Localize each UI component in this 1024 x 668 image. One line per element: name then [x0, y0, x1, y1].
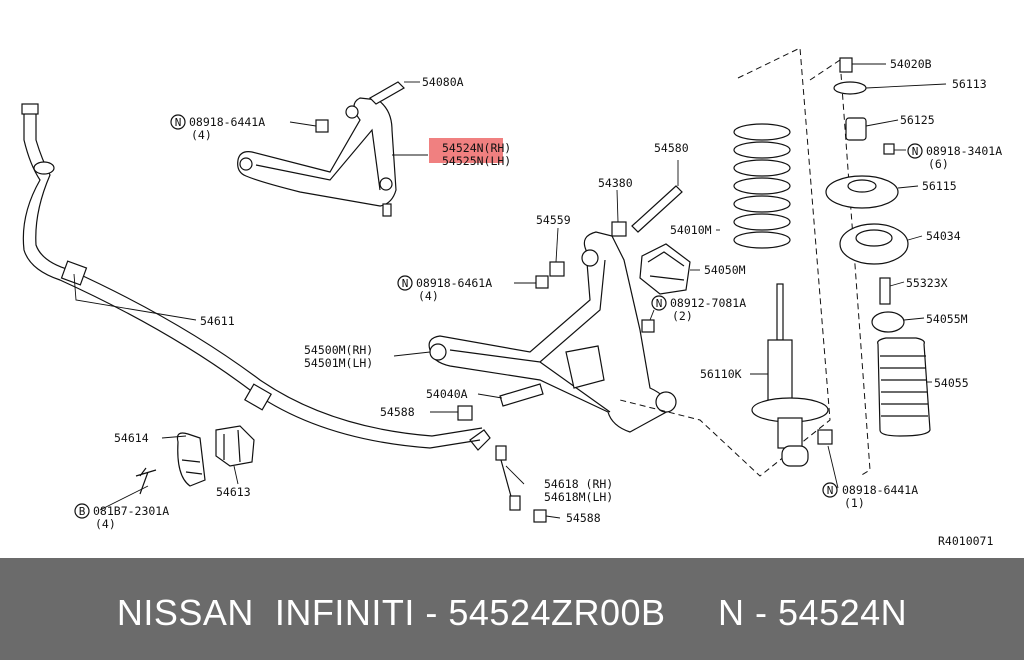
stabilizer-bar [21, 103, 491, 451]
label-54613: 54613 [216, 485, 251, 499]
washer-54559 [549, 261, 565, 277]
reference-code: R4010071 [938, 534, 993, 548]
label-08918-6441A-top-qty: (4) [191, 128, 212, 142]
bolt-54040A [499, 383, 544, 407]
n-marker-icon [397, 275, 413, 291]
nut-08918-3401A [883, 143, 895, 155]
n-marker-icon [822, 482, 838, 498]
footer-part-number: NISSAN INFINITI - 54524ZR00B N - 54524N [116, 592, 908, 633]
bound-bumper-56125 [845, 117, 867, 141]
washer-54380 [611, 221, 627, 237]
label-54618: 54618 (RH) [544, 477, 613, 491]
label-54559: 54559 [536, 213, 571, 227]
nut-08912-7081A [641, 319, 655, 333]
suspension-diagram-svg: N N N N N B 54080A 08918-6441A (4) 54524… [21, 47, 1002, 548]
spacer-55323X [879, 277, 891, 305]
label-08918-3401A: 08918-3401A [926, 144, 1002, 158]
nut-08918-6441A-lower [817, 429, 833, 445]
coil-spring [733, 123, 791, 249]
label-54034: 54034 [926, 229, 961, 243]
label-54611: 54611 [200, 314, 235, 328]
label-54020B: 54020B [890, 57, 932, 71]
label-54618M: 54618M(LH) [544, 490, 613, 504]
nut-54020B [839, 57, 853, 73]
parts-diagram: N N N N N B 54080A 08918-6441A (4) 54524… [21, 47, 1002, 548]
label-08918-6441A-bottom-qty: (1) [844, 496, 865, 510]
label-56125: 56125 [900, 113, 935, 127]
label-081B7-2301A: 081B7-2301A [93, 504, 169, 518]
label-54050M: 54050M [704, 263, 746, 277]
bushing-clamp-54614 [176, 432, 206, 487]
highlight-54524N [429, 138, 503, 163]
bumper-54055M [871, 311, 905, 333]
b-marker-letter: B [79, 505, 86, 518]
bolt-54080A [369, 81, 405, 105]
washer-56113 [833, 81, 867, 95]
label-08912-7081A: 08912-7081A [670, 296, 746, 310]
n-marker-letter: N [827, 484, 834, 497]
label-54010M: 54010M [670, 223, 712, 237]
n-marker-letter: N [656, 297, 663, 310]
label-54525N: 54525N(LH) [442, 154, 511, 168]
marker-circles: N N N N N B [74, 114, 923, 519]
label-54588-b: 54588 [566, 511, 601, 525]
dust-boot-54055 [877, 337, 931, 437]
label-54580: 54580 [654, 141, 689, 155]
upper-link [237, 81, 405, 217]
bushing-and-clamp [135, 425, 255, 495]
strut-shock-absorber [751, 283, 833, 467]
label-54055: 54055 [934, 376, 969, 390]
label-081B7-2301A-qty: (4) [95, 517, 116, 531]
label-08918-6441A-bottom: 08918-6441A [842, 483, 918, 497]
ball-joint [655, 391, 677, 413]
bushing-54613 [215, 425, 255, 467]
label-54501M: 54501M(LH) [304, 356, 373, 370]
label-56110K: 56110K [700, 367, 742, 381]
label-08918-6441A-top: 08918-6441A [189, 115, 265, 129]
n-marker-letter: N [912, 145, 919, 158]
lower-link [428, 185, 691, 433]
n-marker-icon [907, 143, 923, 159]
label-08918-3401A-qty: (6) [928, 157, 949, 171]
n-marker-letter: N [175, 116, 182, 129]
b-marker-icon [74, 503, 90, 519]
bolt-54580 [631, 185, 683, 233]
n-marker-icon [651, 295, 667, 311]
footer-bar: NISSAN INFINITI - 54524ZR00B N - 54524N [0, 558, 1024, 660]
label-54614: 54614 [114, 431, 149, 445]
part-labels: 54080A 08918-6441A (4) 54524N(RH) 54525N… [93, 57, 1002, 548]
label-54588-a: 54588 [380, 405, 415, 419]
strut-mount-stack [825, 57, 931, 437]
nut-54588-upper [457, 405, 473, 421]
nut-54588 [533, 509, 547, 523]
label-54380: 54380 [598, 176, 633, 190]
n-marker-letter: N [402, 277, 409, 290]
label-54080A: 54080A [422, 75, 464, 89]
label-54524N: 54524N(RH) [442, 141, 511, 155]
connecting-rod [457, 405, 547, 523]
bracket-54050M [639, 243, 691, 295]
leader-lines [73, 63, 947, 519]
bar-clamp-right [244, 383, 272, 411]
label-54040A: 54040A [426, 387, 468, 401]
label-54055M: 54055M [926, 312, 968, 326]
n-marker-icon [170, 114, 186, 130]
bar-end-bushing [21, 103, 39, 115]
bar-clamp-left [60, 260, 88, 286]
label-55323X: 55323X [906, 276, 948, 290]
mount-assembly-frame [809, 59, 871, 477]
label-54500M: 54500M(RH) [304, 343, 373, 357]
label-08912-7081A-qty: (2) [672, 309, 693, 323]
label-08918-6461A: 08918-6461A [416, 276, 492, 290]
nut-08918-6461A [535, 275, 549, 289]
label-56113: 56113 [952, 77, 987, 91]
label-56115: 56115 [922, 179, 957, 193]
label-08918-6461A-qty: (4) [418, 289, 439, 303]
nut-08918-6441A [315, 119, 329, 133]
